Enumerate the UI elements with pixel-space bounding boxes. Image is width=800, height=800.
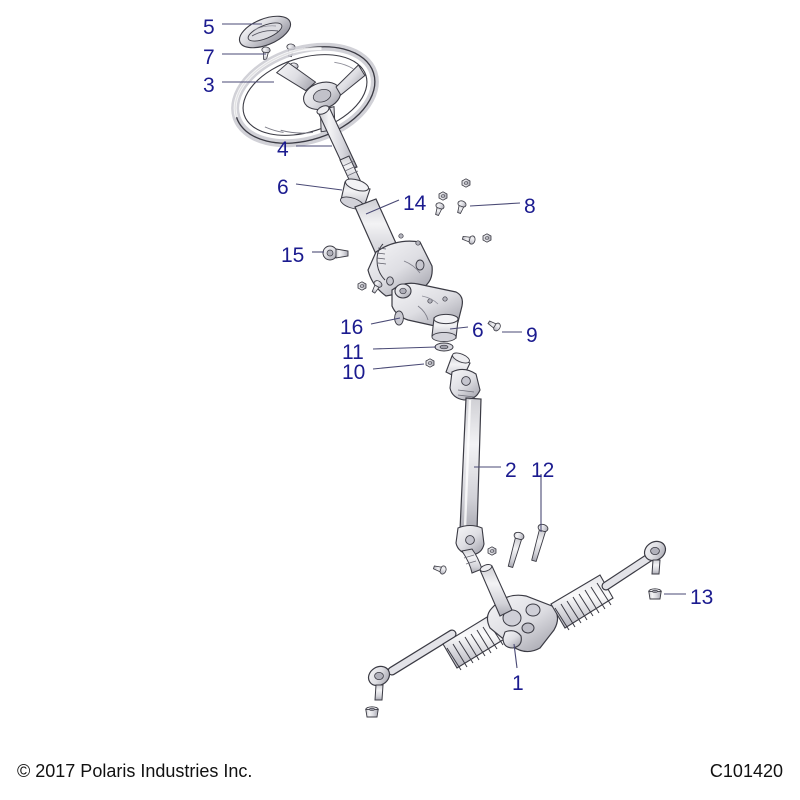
callout-1: 1	[512, 672, 524, 695]
callout-3: 3	[203, 74, 215, 97]
steering-rack-and-pinion-group	[365, 540, 667, 718]
callout-10: 10	[342, 361, 366, 384]
upper-universal-joint	[445, 352, 481, 401]
mounting-bolt-set	[507, 523, 549, 569]
tie-rod-end-castle-nut-part	[648, 588, 662, 600]
callout-7: 7	[203, 46, 215, 69]
callout-13: 13	[690, 586, 714, 609]
shaft-coupler-sleeve-lower	[431, 313, 459, 343]
pinch-bolt-part	[486, 318, 503, 333]
callout-16: 16	[340, 316, 364, 339]
callout-9: 9	[526, 324, 538, 347]
callout-14: 14	[403, 192, 427, 215]
rack-boot-right	[550, 574, 614, 631]
diagram-footer: © 2017 Polaris Industries Inc. C101420	[0, 748, 800, 800]
tilt-adjust-knob-part	[322, 245, 349, 261]
rack-gearbox-housing	[479, 564, 559, 653]
tie-rod-end-left	[365, 665, 391, 718]
tie-rod-end-right	[643, 540, 667, 600]
steering-column-upper-bracket-part	[354, 198, 433, 297]
callout-leader-lines	[222, 23, 686, 669]
callout-4: 4	[277, 138, 289, 161]
callout-15: 15	[281, 244, 305, 267]
steering-wheel-group	[231, 15, 379, 148]
upper-steering-shaft-group	[316, 105, 371, 210]
shaft-coupler-sleeve-upper	[340, 178, 371, 210]
lock-nut-part	[425, 358, 435, 368]
callout-2: 2	[505, 459, 517, 482]
coupler-hardware-group	[425, 313, 503, 368]
copyright-notice: © 2017 Polaris Industries Inc.	[17, 761, 253, 781]
intermediate-steering-shaft-group	[432, 352, 497, 576]
callout-6-upper: 6	[277, 176, 289, 199]
callout-11: 11	[342, 341, 364, 364]
drawing-code: C101420	[709, 761, 783, 781]
callout-12: 12	[531, 459, 555, 482]
callout-5: 5	[203, 16, 215, 39]
lower-universal-joint	[455, 524, 485, 574]
callout-8: 8	[524, 195, 536, 218]
steering-wheel-part	[231, 42, 379, 148]
callout-6-lower: 6	[472, 319, 484, 342]
